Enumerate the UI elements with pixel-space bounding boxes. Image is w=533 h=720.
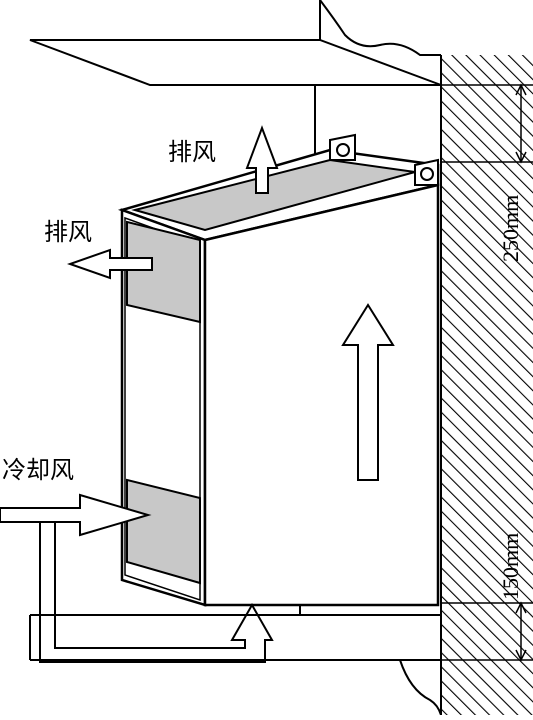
- bottom-dimension: [441, 601, 533, 662]
- wall: [440, 55, 533, 715]
- upper-vent-panel: [126, 220, 201, 324]
- bottom-airflow-arrow: [39, 522, 274, 663]
- cooling-inlet-arrow: [0, 493, 152, 537]
- exhaust-top-label: 排风: [168, 138, 216, 166]
- top-dimension: [441, 83, 533, 164]
- top-exhaust-arrow: [245, 125, 279, 194]
- top-clearance-label: 250mm: [498, 195, 523, 262]
- upper-cabinet: [29, 0, 442, 175]
- cooling-air-label: 冷却风: [2, 456, 74, 484]
- exhaust-side-label: 排风: [44, 218, 92, 246]
- lower-base: [29, 600, 442, 716]
- bottom-clearance-label: 150mm: [498, 533, 523, 600]
- lower-vent-panel: [126, 478, 201, 585]
- internal-airflow-arrow: [341, 303, 395, 481]
- side-exhaust-arrow: [66, 248, 153, 280]
